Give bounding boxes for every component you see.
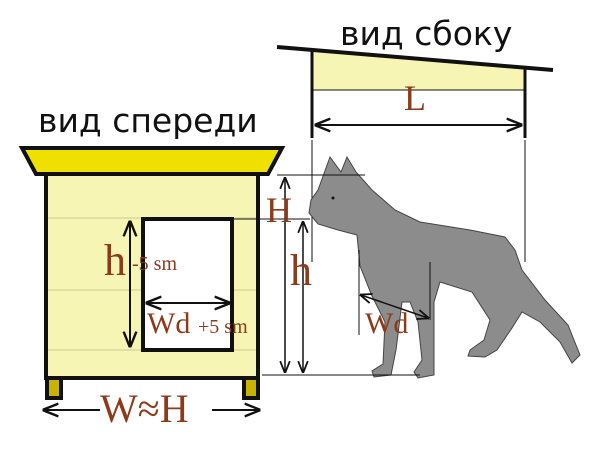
door-height-suffix: -5 sm: [132, 253, 177, 275]
side-roof-line: [276, 45, 554, 72]
door-opening: [141, 217, 234, 352]
door-width-label: Wd: [147, 307, 190, 340]
dog-silhouette: [308, 155, 581, 379]
width-label-bg: [100, 392, 212, 428]
dog-eye: [331, 196, 335, 200]
door-height-label: h: [104, 236, 126, 285]
length-label: L: [404, 78, 426, 118]
chest-width-label: Wd: [365, 307, 408, 340]
chest-width-arrow: [361, 295, 428, 318]
front-leg-right: [242, 376, 260, 400]
side-view-title: вид сбоку: [340, 14, 512, 53]
shoulder-height-label: h: [290, 246, 312, 295]
door-width-suffix: +5 sm: [198, 316, 248, 338]
dog-height-label: H: [266, 190, 292, 230]
width-label: W≈H: [100, 386, 189, 431]
side-roof-fill: [312, 51, 525, 90]
front-view-title: вид спереди: [38, 101, 258, 140]
front-leg-left: [45, 376, 63, 400]
front-roof: [18, 146, 286, 176]
